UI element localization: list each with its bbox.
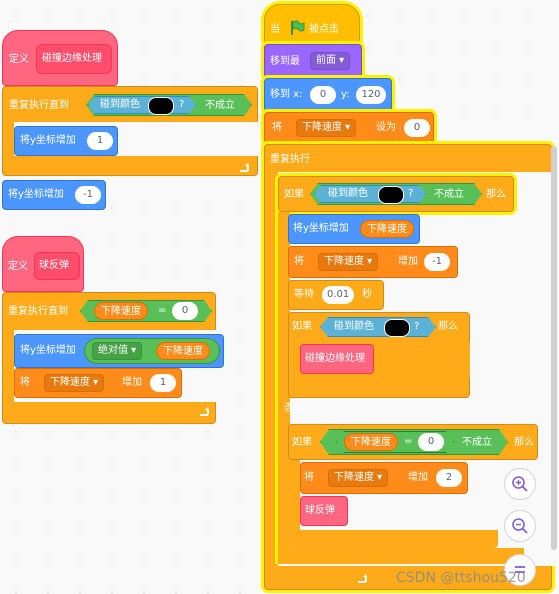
not-hold-label-1: 不成立	[205, 100, 235, 111]
call-bounce-block[interactable]	[300, 496, 348, 526]
var-dropdown-3[interactable]: 下降速度 ▾	[318, 253, 379, 271]
goto-x-label: 移到 x:	[270, 89, 303, 100]
loop-arrow-icon	[240, 163, 249, 172]
set-var-dropdown[interactable]: 下降速度 ▾	[296, 119, 357, 137]
define-label-2: 定义	[8, 261, 28, 272]
add-value-3[interactable]: -1	[424, 253, 450, 271]
wait-value[interactable]: 0.01	[322, 286, 355, 304]
if-label-3: 如果	[292, 437, 312, 448]
y-label: y:	[341, 89, 350, 100]
q-mark-1: ?	[179, 99, 185, 110]
change-y-label-2: 将y坐标增加	[8, 189, 64, 200]
call-collision-label: 碰撞边缘处理	[305, 353, 365, 364]
zoom-out-icon	[512, 518, 528, 534]
clicked-label: 被点击	[309, 24, 339, 35]
eq-value-2[interactable]: 0	[172, 302, 198, 320]
var-dropdown-label-2: 下降速度	[50, 377, 90, 388]
change-y-var-label: 将y坐标增加	[293, 223, 349, 234]
add-value-4[interactable]: 2	[436, 469, 462, 487]
set-to-label: 设为	[376, 122, 396, 133]
watermark: CSDN @ttshou520	[396, 570, 526, 586]
zoom-in-icon	[512, 476, 528, 492]
zoom-out-button[interactable]	[504, 510, 536, 542]
eq-sign-2: =	[158, 305, 167, 316]
var-dropdown-2[interactable]: 下降速度 ▾	[44, 374, 105, 392]
zoom-reset-button[interactable]	[504, 554, 536, 586]
sec-label: 秒	[362, 289, 372, 300]
layer-dropdown-label: 前面	[316, 55, 336, 66]
q-mark-3: ?	[408, 188, 414, 199]
var-dropdown-label-3: 下降速度	[324, 256, 364, 267]
call-collision-block[interactable]	[300, 344, 374, 374]
vertical-scrollbar[interactable]	[551, 146, 557, 550]
when-label: 当	[270, 24, 280, 35]
add-label-2: 增加	[122, 377, 142, 388]
abs-label: 绝对值	[98, 345, 128, 356]
touching-color-label-1: 碰到颜色	[100, 99, 140, 110]
jiang-label-3: 将	[272, 122, 282, 133]
wait-label: 等待	[294, 289, 314, 300]
if-else-bottom	[278, 548, 524, 564]
proc-name-box-2[interactable]	[34, 252, 80, 280]
loop-arrow-icon	[200, 407, 209, 416]
touching-color-label-4: 碰到颜色	[334, 321, 374, 332]
proc-name: 碰撞边缘处理	[42, 53, 102, 64]
when-flag-clicked-hat[interactable]	[264, 4, 360, 44]
then-label: 那么	[486, 189, 506, 200]
jiang-label-4: 将	[294, 256, 304, 267]
abs-var-reporter[interactable]: 下降速度	[156, 342, 210, 360]
loop-arrow-icon	[358, 574, 367, 583]
change-y-var-reporter[interactable]: 下降速度	[360, 220, 414, 238]
q-mark-4: ?	[414, 321, 420, 332]
change-y-label-1: 将y坐标增加	[20, 135, 76, 146]
change-y-label-3: 将y坐标增加	[20, 345, 76, 356]
if-label-2: 如果	[292, 321, 312, 332]
repeat-until-label-1: 重复执行直到	[9, 100, 69, 111]
var-reporter-2[interactable]: 下降速度	[94, 302, 148, 320]
eq-value-4[interactable]: 0	[418, 433, 444, 451]
call-bounce-label: 球反弹	[305, 505, 335, 516]
zoom-reset-icon	[515, 566, 525, 573]
if-label: 如果	[284, 189, 304, 200]
var-dropdown-label-4: 下降速度	[334, 472, 374, 483]
then-label-2: 那么	[438, 321, 458, 332]
forever-label: 重复执行	[270, 154, 310, 165]
else-label: 否则	[284, 403, 304, 414]
jiang-label-5: 将	[304, 472, 314, 483]
zoom-in-button[interactable]	[504, 468, 536, 500]
change-y-value-1[interactable]: 1	[87, 132, 113, 150]
define-label: 定义	[9, 54, 29, 65]
goto-layer-label: 移到最	[270, 56, 300, 67]
touching-color-label-3: 碰到颜色	[328, 188, 368, 199]
add-label-3: 增加	[398, 256, 418, 267]
if-block-3-bottom	[288, 530, 498, 548]
if-else-left-arm	[278, 212, 290, 564]
var-reporter-4[interactable]: 下降速度	[344, 433, 398, 451]
eq-sign-4: =	[404, 436, 413, 447]
green-flag-icon	[291, 20, 305, 35]
var-dropdown-4[interactable]: 下降速度 ▾	[328, 469, 389, 487]
color-swatch-1[interactable]	[148, 97, 174, 115]
change-y-value-2[interactable]: -1	[75, 186, 101, 204]
color-swatch-4[interactable]	[384, 319, 410, 337]
add-value-2[interactable]: 1	[150, 374, 176, 392]
then-label-3: 那么	[514, 437, 534, 448]
y-value[interactable]: 120	[356, 86, 386, 104]
proc-name-box[interactable]	[36, 44, 112, 74]
if-block-3-arm	[288, 460, 300, 530]
jiang-label-2: 将	[20, 377, 30, 388]
add-label-4: 增加	[408, 472, 428, 483]
abs-dropdown[interactable]: 绝对值 ▾	[92, 342, 143, 360]
layer-dropdown[interactable]: 前面 ▾	[310, 52, 351, 70]
color-swatch-3[interactable]	[378, 186, 404, 204]
repeat-until-label-2: 重复执行直到	[8, 306, 68, 317]
set-var-dropdown-label: 下降速度	[302, 122, 342, 133]
not-hold-label-4: 不成立	[462, 437, 492, 448]
not-hold-label-3: 不成立	[434, 189, 464, 200]
set-value[interactable]: 0	[404, 119, 430, 137]
x-value[interactable]: 0	[310, 86, 336, 104]
proc-name-2: 球反弹	[39, 260, 69, 271]
